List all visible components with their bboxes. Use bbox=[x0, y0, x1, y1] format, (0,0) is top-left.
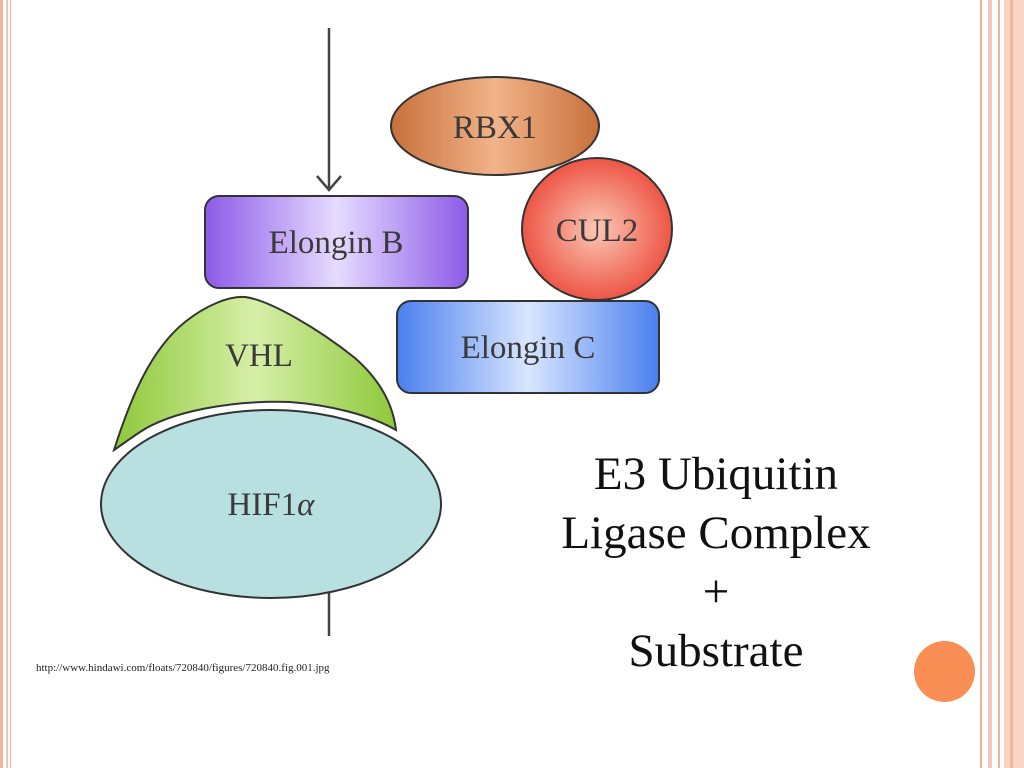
elongin-c-node: Elongin C bbox=[396, 300, 660, 394]
elongin-b-label: Elongin B bbox=[269, 225, 404, 261]
decorative-orange-circle bbox=[914, 641, 975, 702]
title-line-3: + bbox=[702, 566, 730, 618]
slide-right-border bbox=[976, 0, 1024, 768]
source-url[interactable]: http://www.hindawi.com/floats/720840/fig… bbox=[36, 662, 330, 674]
title-line-1: E3 Ubiquitin bbox=[593, 448, 839, 500]
title-line-4: Substrate bbox=[628, 625, 804, 677]
rbx1-label: RBX1 bbox=[453, 110, 537, 146]
vhl-label: VHL bbox=[225, 338, 293, 374]
vhl-node: VHL bbox=[112, 295, 398, 453]
cul2-label: CUL2 bbox=[556, 213, 639, 249]
slide-left-border bbox=[0, 0, 11, 768]
title-line-2: Ligase Complex bbox=[561, 507, 871, 559]
cul2-node: CUL2 bbox=[521, 157, 673, 301]
hif1a-node: HIF1α bbox=[100, 409, 442, 599]
hif1a-label: HIF1α bbox=[227, 487, 315, 523]
rbx1-node: RBX1 bbox=[390, 76, 600, 176]
elongin-c-label: Elongin C bbox=[461, 330, 596, 366]
upstream-arrow bbox=[316, 28, 342, 192]
elongin-b-node: Elongin B bbox=[204, 195, 469, 289]
slide-title: E3 Ubiquitin Ligase Complex + Substrate bbox=[498, 445, 934, 681]
